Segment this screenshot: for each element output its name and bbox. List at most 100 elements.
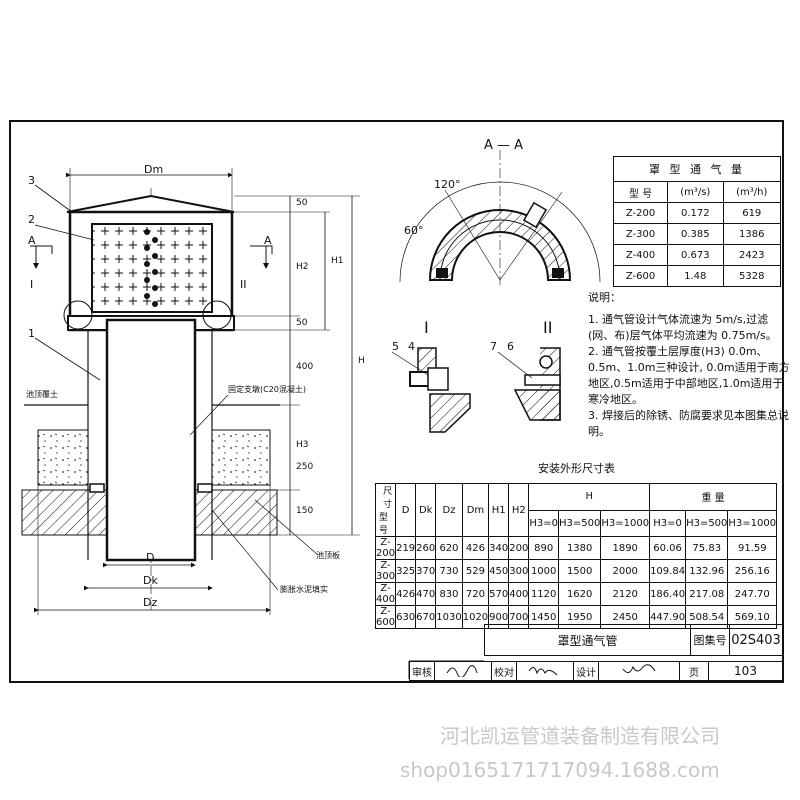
table-cell: 890	[528, 536, 559, 560]
table-cell: 60.06	[649, 536, 687, 560]
table-cell: 0.172	[667, 202, 724, 224]
table-cell: 900	[488, 605, 510, 629]
detail-two-mark: II	[543, 318, 553, 337]
flow-table-header: (m³/s)	[667, 181, 724, 203]
label-fixed-support: 固定支墩(C20混凝土)	[228, 385, 307, 394]
table-cell: 5328	[722, 265, 781, 287]
vent-pipe	[105, 318, 197, 562]
table-cell: 630	[395, 605, 417, 629]
check-label: 校对	[491, 661, 517, 681]
detail-one-num-5: 5	[392, 340, 399, 353]
section-a-a	[399, 150, 601, 285]
detail-one-mark: I	[424, 318, 429, 337]
dims-header: Dk	[415, 483, 437, 537]
table-cell: 830	[435, 582, 463, 606]
dims-header: D	[395, 483, 417, 537]
dims-subheader: H3=0	[528, 509, 559, 537]
table-cell: 619	[722, 202, 781, 224]
design-label: 设计	[573, 661, 599, 681]
callout-3: 3	[28, 174, 35, 187]
flow-table-title: 罩 型 通 气 量	[613, 156, 781, 182]
dim-dm: Dm	[144, 163, 164, 176]
detail-one	[391, 347, 471, 433]
table-row: Z-600 1.48 5328	[612, 265, 781, 287]
review-signature	[434, 661, 492, 681]
table-cell: 426	[395, 582, 417, 606]
dims-subheader: H3=0	[649, 509, 687, 537]
page-label: 页	[679, 661, 709, 681]
table-cell: 75.83	[685, 536, 729, 560]
dim-h1: H1	[331, 256, 344, 266]
table-cell: 109.84	[649, 559, 687, 583]
label-pool-plate: 池顶板	[316, 551, 340, 560]
section-angle-60: 60°	[404, 224, 424, 237]
filter-bead-column	[144, 229, 158, 307]
dim-h: H	[358, 356, 365, 366]
table-cell: Z-300	[612, 223, 669, 245]
table-cell: 1890	[600, 536, 651, 560]
filter-mesh	[91, 223, 213, 313]
dims-subheader: H3=500	[557, 509, 602, 537]
table-cell: 256.16	[727, 559, 778, 583]
table-cell: 247.70	[727, 582, 778, 606]
table-cell: 1380	[557, 536, 602, 560]
table-cell: 370	[415, 559, 437, 583]
detail-two-num-7: 7	[490, 340, 497, 353]
notes: 说明： 1. 通气管设计气体流速为 5m/s,过滤(网、布)层气体平均流速为 0…	[588, 290, 793, 440]
table-cell: 529	[461, 559, 490, 583]
table-cell: Z-400	[612, 244, 669, 266]
signature-row: 审核 校对 设计 页 103	[409, 661, 783, 681]
table-cell: Z-600	[612, 265, 669, 287]
detail-mark-i: I	[30, 278, 34, 291]
table-cell: 260	[415, 536, 437, 560]
table-cell: Z-200	[612, 202, 669, 224]
table-cell: 300	[508, 559, 530, 583]
watermark-shop: shop0165171717094.1688.com	[400, 758, 720, 782]
dim-h2: H2	[296, 262, 309, 272]
table-cell: Z-200	[374, 536, 397, 560]
dims-subheader: H3=500	[685, 509, 729, 537]
table-cell: 1500	[557, 559, 602, 583]
dims-header: H2	[508, 483, 530, 537]
dim-400: 400	[296, 362, 314, 372]
atlas-number: 02S403	[729, 624, 783, 656]
notes-title: 说明：	[588, 291, 621, 304]
dims-table: 尺寸 型号 D Dk Dz Dm H1 H2 H 重 量 H3=0 H3=500…	[374, 483, 778, 629]
callout-1: 1	[28, 327, 35, 340]
table-cell: 1000	[528, 559, 559, 583]
table-cell: 91.59	[727, 536, 778, 560]
label-roof-soil: 池顶覆土	[26, 390, 58, 399]
table-cell: 186.40	[649, 582, 687, 606]
review-label: 审核	[409, 661, 435, 681]
table-cell: 2000	[600, 559, 651, 583]
watermark-company: 河北凯运管道装备制造有限公司	[440, 724, 720, 748]
dim-dz: Dz	[143, 596, 158, 609]
table-cell: 620	[435, 536, 463, 560]
dim-150: 150	[296, 506, 314, 516]
table-cell: 1386	[722, 223, 781, 245]
table-cell: 0.673	[667, 244, 724, 266]
table-cell: 426	[461, 536, 490, 560]
table-cell: 1620	[557, 582, 602, 606]
note-item: 2. 通气管按覆土层厚度(H3) 0.0m、0.5m、1.0m三种设计, 0.0…	[588, 345, 790, 406]
table-cell: 470	[415, 582, 437, 606]
section-title: A — A	[484, 138, 524, 153]
table-cell: 1.48	[667, 265, 724, 287]
dims-group-h: H	[528, 483, 651, 511]
dims-group-weight: 重 量	[649, 483, 778, 511]
table-cell: 720	[461, 582, 490, 606]
dims-corner-bottom: 型号	[379, 513, 389, 536]
design-signature	[598, 661, 680, 681]
table-cell: Z-600	[374, 605, 397, 629]
note-item: 3. 焊接后的除锈、防腐要求见本图集总说明。	[588, 409, 789, 438]
check-signature	[516, 661, 574, 681]
table-cell: Z-400	[374, 582, 397, 606]
dim-250: 250	[296, 462, 314, 472]
main-elevation	[21, 168, 360, 615]
table-cell: 730	[435, 559, 463, 583]
drawing-name: 罩型通气管	[484, 624, 691, 656]
dims-header: H1	[488, 483, 510, 537]
